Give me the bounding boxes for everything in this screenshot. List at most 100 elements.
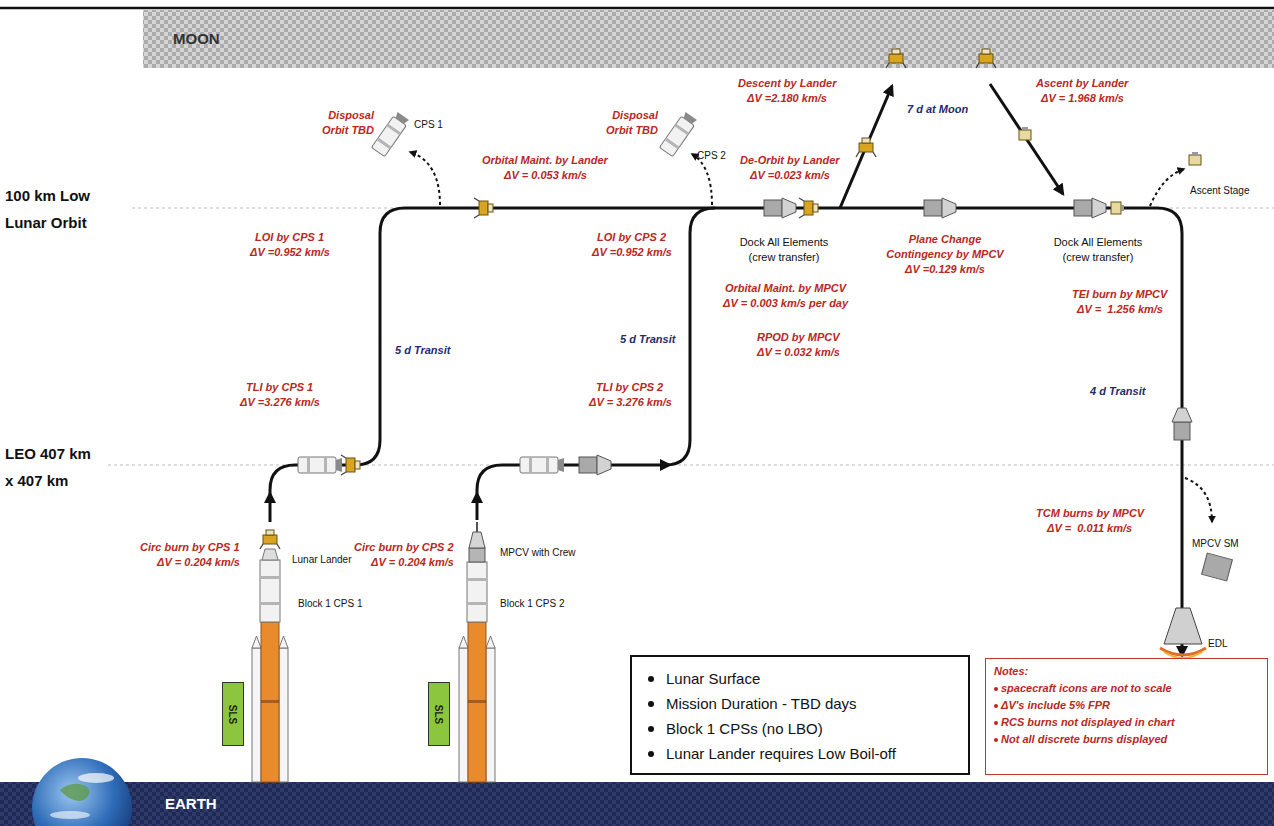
spacecraft-icon	[924, 198, 956, 218]
earth-band-fill	[0, 782, 1274, 826]
annotation-label: 7 d at Moon	[907, 102, 968, 117]
sls-rocket	[260, 602, 280, 605]
spacecraft-icon	[520, 457, 564, 473]
sls-rocket	[262, 549, 278, 560]
bullet-dot	[648, 726, 654, 732]
spacecraft-icon	[1111, 202, 1124, 214]
annotation-label: Ascent Stage	[1190, 183, 1249, 198]
bullet-dot	[648, 701, 654, 707]
sls-rocket	[260, 530, 280, 549]
sls-rocket	[459, 636, 468, 648]
bullet-row: Block 1 CPSs (no LBO)	[648, 716, 952, 741]
bullet-row: Lunar Lander requires Low Boil-off	[648, 741, 952, 766]
sls-rocket	[260, 560, 280, 622]
sls-rocket	[260, 576, 280, 579]
annotation-label: ΔV =0.952 km/s	[592, 245, 672, 260]
disposal-arrow	[410, 152, 440, 205]
sls-tag: SLS	[222, 682, 244, 746]
annotation-label: ΔV = 0.032 km/s	[757, 345, 840, 360]
trajectory-arrowhead	[660, 459, 672, 471]
annotation-label: ΔV = 0.011 km/s	[1047, 521, 1132, 536]
sls-rocket	[467, 578, 487, 581]
trajectory-arrowhead	[264, 459, 1188, 658]
spacecraft-icon	[856, 138, 876, 157]
annotation-label: LEO 407 km x 407 km	[5, 440, 99, 494]
annotation-label: ΔV =0.952 km/s	[250, 245, 330, 260]
note-text: Not all discrete burns displayed	[1001, 731, 1167, 748]
trajectory-arrowhead	[471, 491, 483, 503]
sls-tag: SLS	[428, 682, 450, 746]
bullet-dot	[648, 751, 654, 757]
spacecraft-icon	[474, 198, 493, 218]
spacecraft-icon	[799, 198, 818, 218]
note-text: RCS burns not displayed in chart	[1001, 714, 1175, 731]
info-box: Lunar SurfaceMission Duration - TBD days…	[630, 655, 970, 775]
bullet-row: Lunar Surface	[648, 666, 952, 691]
disposal-arrow	[1185, 478, 1212, 522]
annotation-label: ΔV = 0.204 km/s	[371, 555, 454, 570]
annotation-label: Orbital Maint. by Lander	[482, 153, 608, 168]
earth-band: EARTH	[0, 782, 1274, 826]
annotation-label: Block 1 CPS 2	[500, 596, 564, 611]
disposal-arrow	[692, 154, 712, 205]
bullet-text: Mission Duration - TBD days	[666, 691, 857, 716]
annotation-label: ΔV = 0.204 km/s	[157, 555, 240, 570]
annotation-label: Block 1 CPS 1	[298, 596, 362, 611]
annotation-label: Disposal Orbit TBD	[594, 108, 658, 138]
trajectory-line	[840, 86, 892, 208]
annotation-label: 5 d Transit	[395, 343, 450, 358]
annotation-label: Circ burn by CPS 2	[354, 540, 454, 555]
earth-globe	[60, 784, 90, 801]
notes-box: Notes:spacecraft icons are not to scaleΔ…	[985, 658, 1268, 775]
annotation-label: ΔV = 3.276 km/s	[589, 395, 672, 410]
annotation-label: Disposal Orbit TBD	[310, 108, 374, 138]
bullet-row: RCS burns not displayed in chart	[994, 714, 1259, 731]
annotation-label: LOI by CPS 2	[597, 230, 666, 245]
sls-rocket	[279, 636, 288, 648]
sls-rocket	[467, 562, 487, 622]
sls-rocket	[261, 700, 279, 703]
annotation-label: Lunar Lander	[292, 552, 352, 567]
annotation-label: Descent by Lander	[738, 76, 836, 91]
notes-heading-text: Notes:	[994, 663, 1028, 680]
bullet-text: Lunar Surface	[666, 666, 760, 691]
sls-rocket	[459, 648, 468, 782]
sls-label: SLS	[433, 704, 444, 723]
spacecraft-icon	[298, 457, 342, 473]
earth-globe	[50, 811, 90, 819]
note-text: ΔV's include 5% FPR	[1001, 697, 1110, 714]
annotation-label: ΔV = 1.256 km/s	[1077, 302, 1163, 317]
sls-rocket	[476, 522, 478, 532]
earth-globe	[32, 758, 132, 826]
annotation-label: LOI by CPS 1	[255, 230, 324, 245]
sls-rocket	[252, 636, 261, 648]
annotation-label: RPOD by MPCV	[757, 330, 840, 345]
trajectory-line	[270, 208, 1182, 650]
annotation-label: CPS 1	[414, 117, 443, 132]
moon-band: MOON	[143, 10, 1274, 68]
bullet-dot	[994, 721, 998, 725]
bullet-text: Block 1 CPSs (no LBO)	[666, 716, 823, 741]
bullet-row: Not all discrete burns displayed	[994, 731, 1259, 748]
trajectory-arrowhead	[264, 491, 276, 503]
trajectory-line	[270, 84, 1182, 650]
sls-rocket	[468, 700, 486, 703]
bullet-row: spacecraft icons are not to scale	[994, 680, 1259, 697]
annotation-label: ΔV = 0.003 km/s per day	[723, 296, 848, 311]
bullet-row: ΔV's include 5% FPR	[994, 697, 1259, 714]
annotation-label: TLI by CPS 2	[596, 380, 663, 395]
spacecraft-icon	[659, 111, 697, 156]
sls-rocket	[252, 530, 288, 782]
annotation-label: TEI burn by MPCV	[1072, 287, 1167, 302]
spacecraft-icon	[341, 455, 360, 475]
moon-band-fill	[143, 10, 1274, 68]
annotation-label: ΔV =0.023 km/s	[750, 168, 830, 183]
annotation-label: ΔV = 1.968 km/s	[1041, 91, 1124, 106]
sls-rocket	[252, 648, 261, 782]
bullet-dot	[648, 676, 654, 682]
trajectory-line	[477, 208, 715, 520]
sls-rocket	[279, 648, 288, 782]
annotation-label: Dock All Elements (crew transfer)	[1042, 235, 1154, 265]
sls-rocket	[486, 636, 495, 648]
